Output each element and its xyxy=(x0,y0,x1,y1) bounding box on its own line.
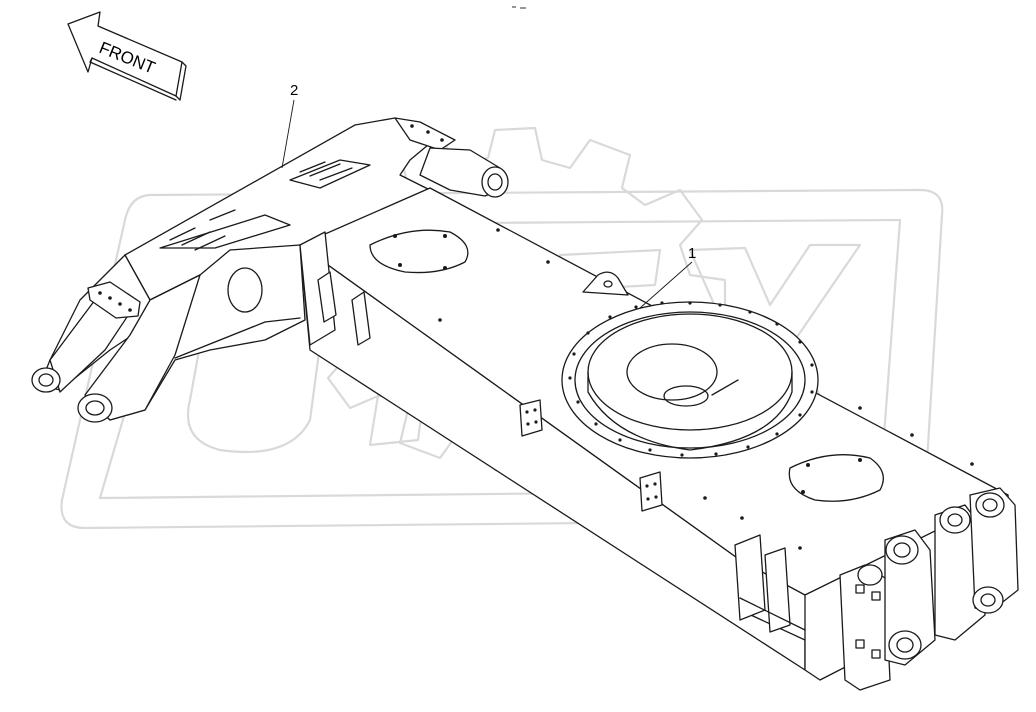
callout-1: 1 xyxy=(639,245,696,309)
rear-arm-assembly xyxy=(31,117,509,423)
main-frame xyxy=(299,187,1019,691)
front-arrow-icon xyxy=(67,11,187,101)
top-mark xyxy=(512,6,526,9)
callout-2-label: 2 xyxy=(290,82,298,99)
callout-1-label: 1 xyxy=(688,245,696,262)
callout-2: 2 xyxy=(281,82,298,169)
